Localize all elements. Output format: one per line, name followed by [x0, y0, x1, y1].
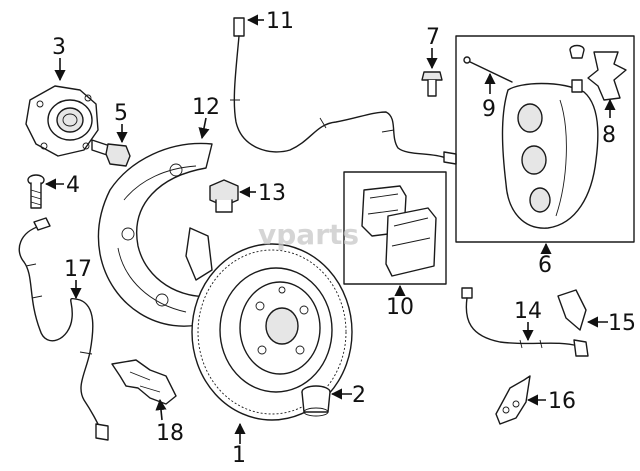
- part-brake-hose: [461, 287, 589, 357]
- part-screw-7: [421, 71, 443, 97]
- watermark-text: vparts: [258, 218, 359, 251]
- callout-6: 6: [538, 253, 552, 278]
- part-wheel-bolt: [27, 174, 45, 209]
- callout-1: 1: [232, 443, 246, 468]
- callout-12: 12: [192, 95, 220, 120]
- part-plug: [301, 385, 331, 417]
- part-brake-pads: [343, 171, 447, 285]
- callout-3: 3: [52, 35, 66, 60]
- callout-11: 11: [266, 9, 294, 34]
- part-clip-15: [557, 289, 587, 331]
- callout-4: 4: [66, 173, 80, 198]
- part-wear-sensor-cable-17: [18, 217, 109, 441]
- callout-2: 2: [352, 383, 366, 408]
- callout-8: 8: [602, 123, 616, 148]
- callout-9: 9: [482, 97, 496, 122]
- callout-7: 7: [426, 25, 440, 50]
- callout-16: 16: [548, 389, 576, 414]
- part-clip-8: [569, 44, 627, 101]
- callout-5: 5: [114, 101, 128, 126]
- part-splash-shield: [97, 142, 215, 327]
- part-brake-disc: [191, 243, 353, 421]
- callout-numbers: 1 2 3 4 5 6 7 8 9 10 11 12 13 14 15 16 1…: [52, 9, 636, 468]
- part-bolt-13: [209, 179, 239, 213]
- part-bracket-18: [111, 359, 177, 405]
- callout-17: 17: [64, 257, 92, 282]
- callout-arrows: [44, 14, 616, 444]
- callout-10: 10: [386, 295, 414, 320]
- part-wear-sensor-cable-11: [230, 17, 457, 165]
- callout-14: 14: [514, 299, 542, 324]
- part-bracket-16: [495, 375, 531, 425]
- part-hub-bolt: [91, 139, 131, 167]
- callout-15: 15: [608, 311, 636, 336]
- part-wheel-hub: [25, 85, 99, 157]
- part-pin-9: [463, 56, 513, 83]
- callout-13: 13: [258, 181, 286, 206]
- callout-18: 18: [156, 421, 184, 446]
